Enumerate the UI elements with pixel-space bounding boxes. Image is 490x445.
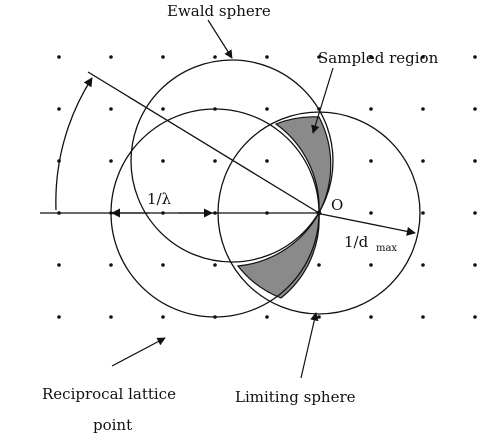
lattice-point (317, 263, 321, 267)
lattice-point (109, 263, 113, 267)
inverse-dmax-label: 1/d max (344, 233, 397, 254)
ewald-sphere-label: Ewald sphere (167, 2, 271, 20)
lattice-point (109, 159, 113, 163)
reciprocal-lattice-leader (111, 337, 166, 367)
lattice-point (57, 263, 61, 267)
lattice-point (421, 263, 425, 267)
lattice-point (109, 107, 113, 111)
inverse-lambda-label: 1/λ (147, 190, 172, 208)
lattice-point (369, 263, 373, 267)
lattice-point (265, 315, 269, 319)
lattice-point (57, 315, 61, 319)
reciprocal-lattice-label-line2: point (93, 416, 132, 434)
lattice-point (213, 55, 217, 59)
lattice-point (161, 159, 165, 163)
limiting-sphere-leader (300, 312, 319, 379)
lattice-point (57, 55, 61, 59)
lattice-point (421, 211, 425, 215)
ewald-sphere-rotated (130, 59, 334, 263)
lattice-point (369, 107, 373, 111)
inverse-dmax-subscript: max (376, 243, 397, 254)
lattice-point (161, 107, 165, 111)
lattice-point (369, 211, 373, 215)
lattice-point (473, 159, 477, 163)
lattice-point (369, 55, 373, 59)
lattice-point (161, 55, 165, 59)
lattice-point (421, 159, 425, 163)
lattice-point (265, 55, 269, 59)
lattice-point (421, 55, 425, 59)
lattice-point (317, 315, 321, 319)
lattice-point (473, 55, 477, 59)
lattice-point (265, 107, 269, 111)
origin-label: O (331, 196, 343, 214)
origin-point (316, 210, 322, 216)
sampled-region-lower (236, 210, 320, 299)
sampled-region-label: Sampled region (318, 49, 439, 67)
lattice-point (421, 107, 425, 111)
lattice-point (109, 315, 113, 319)
lattice-point (57, 107, 61, 111)
lattice-point (265, 159, 269, 163)
rotation-angle-arrow (55, 77, 93, 211)
lattice-point (369, 315, 373, 319)
lattice-point (161, 263, 165, 267)
sampled-region-upper (274, 116, 332, 214)
lattice-point (369, 159, 373, 163)
lattice-point (473, 107, 477, 111)
lattice-point (213, 159, 217, 163)
rotated-beam-line (87, 71, 320, 214)
limiting-sphere-label: Limiting sphere (235, 388, 356, 406)
ewald-sphere-leader (207, 19, 233, 59)
lattice-point (109, 55, 113, 59)
lattice-point (473, 315, 477, 319)
lattice-point (473, 211, 477, 215)
lattice-point (161, 315, 165, 319)
inverse-dmax-arrow (320, 213, 416, 236)
lattice-point (421, 315, 425, 319)
lattice-point (317, 55, 321, 59)
sampled-region-leader (311, 67, 334, 134)
lattice-point (213, 263, 217, 267)
lattice-point (473, 263, 477, 267)
reciprocal-lattice-label-line1: Reciprocal lattice (42, 385, 176, 403)
inverse-dmax-text: 1/d (344, 233, 369, 251)
